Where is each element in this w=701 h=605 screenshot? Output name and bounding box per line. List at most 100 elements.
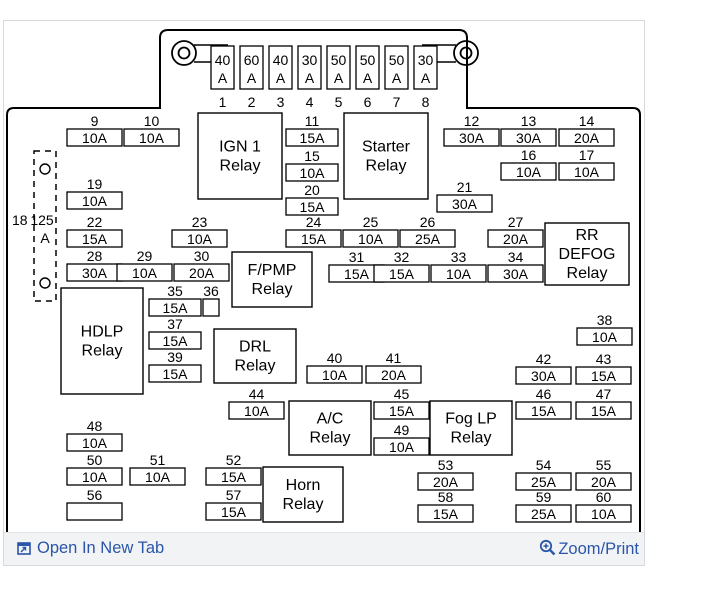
mounting-hole-inner <box>459 46 473 60</box>
fuse-21-rating: 30A <box>452 196 478 212</box>
open-new-tab-link[interactable]: Open In New Tab <box>17 539 164 560</box>
fuse-27-rating: 20A <box>503 231 529 247</box>
zoom-print-link[interactable]: Zoom/Print <box>539 539 639 561</box>
fuse-14 <box>558 128 615 147</box>
maxi-fuse-unit: A <box>392 70 402 86</box>
drl-relay <box>213 328 297 384</box>
open-new-tab-icon <box>17 541 31 560</box>
fuse-51-number: 51 <box>150 452 166 468</box>
fuse-11 <box>285 128 339 147</box>
fuse-57-number: 57 <box>226 487 242 503</box>
maxi-fuse-4 <box>297 45 322 90</box>
fpmp-relay <box>231 251 313 308</box>
fuse-13 <box>500 128 557 147</box>
maxi-fuse-rating: 50 <box>389 52 405 68</box>
fuse-42 <box>515 366 572 385</box>
ign1-relay <box>197 112 283 200</box>
fuse-20 <box>285 197 339 216</box>
fuse-50 <box>66 467 123 486</box>
maxi-fuse-number: 6 <box>364 94 372 110</box>
fuse-38 <box>576 327 633 346</box>
starter-relay <box>343 112 429 200</box>
side-fuse-number-125: 125 <box>30 212 54 228</box>
fuse-24-rating: 15A <box>301 231 327 247</box>
fuse-47 <box>575 401 632 420</box>
fuse-48-number: 48 <box>87 418 103 434</box>
fuse-17-rating: 10A <box>574 164 600 180</box>
fuse-29 <box>116 263 173 282</box>
horn-relay-label: Relay <box>283 496 324 513</box>
fuse-13-number: 13 <box>521 113 537 129</box>
fuse-17 <box>558 162 615 181</box>
ac-relay-label: A/C <box>317 411 344 428</box>
fuse-52-rating: 15A <box>221 469 247 485</box>
maxi-fuse-unit: A <box>247 70 257 86</box>
fuse-23 <box>171 229 228 248</box>
maxi-fuse-unit: A <box>421 70 431 86</box>
fuse-37 <box>148 331 202 350</box>
fuse-22-rating: 15A <box>82 231 108 247</box>
fuse-9-number: 9 <box>91 113 99 129</box>
maxi-fuse-number: 7 <box>393 94 401 110</box>
fuse-53-rating: 20A <box>433 474 459 490</box>
fuse-16-rating: 10A <box>516 164 542 180</box>
maxi-fuse-unit: A <box>276 70 286 86</box>
fuse-21-number: 21 <box>457 179 473 195</box>
fuse-12 <box>443 128 500 147</box>
maxi-fuse-number: 5 <box>335 94 343 110</box>
zoom-print-label: Zoom/Print <box>558 540 639 558</box>
fuse-49 <box>373 437 430 456</box>
fuse-39-rating: 15A <box>163 366 189 382</box>
side-fuse-terminal-bottom <box>39 277 51 289</box>
horn-relay <box>262 466 344 523</box>
zoom-in-icon <box>539 539 556 561</box>
hdlp-relay <box>60 287 144 395</box>
fuse-10-rating: 10A <box>139 130 165 146</box>
fuse-56-number: 56 <box>87 487 103 503</box>
fuse-60 <box>575 504 632 523</box>
fuse-20-rating: 15A <box>300 199 326 215</box>
fuse-20-number: 20 <box>304 182 320 198</box>
fuse-25 <box>342 229 399 248</box>
hdlp-relay-label: HDLP <box>81 324 124 341</box>
fuse-30-number: 30 <box>194 248 210 264</box>
fuse-39-number: 39 <box>167 349 183 365</box>
maxi-fuse-rating: 40 <box>273 52 289 68</box>
fuse-35-number: 35 <box>167 283 183 299</box>
fuse-32 <box>373 264 430 283</box>
maxi-fuse-rating: 50 <box>331 52 347 68</box>
fuse-51-rating: 10A <box>145 469 171 485</box>
maxi-fuse-unit: A <box>218 70 228 86</box>
maxi-fuse-2 <box>239 45 264 90</box>
fuse-58 <box>417 504 474 523</box>
mounting-hole <box>453 40 479 66</box>
fuse-11-number: 11 <box>305 113 320 129</box>
fuse-31-number: 31 <box>349 249 365 265</box>
fuse-40-rating: 10A <box>322 367 348 383</box>
fuse-36 <box>202 298 220 317</box>
fuse-41-rating: 20A <box>381 367 407 383</box>
fuse-27 <box>487 229 544 248</box>
fuse-22-number: 22 <box>87 214 103 230</box>
mounting-hole <box>171 40 197 66</box>
fuse-35-rating: 15A <box>163 300 189 316</box>
fuse-25-number: 25 <box>363 214 379 230</box>
maxi-fuse-unit: A <box>363 70 373 86</box>
fuse-34-number: 34 <box>508 249 524 265</box>
maxi-fuse-number: 2 <box>248 94 256 110</box>
fuse-38-number: 38 <box>597 312 613 328</box>
fuse-19-number: 19 <box>87 176 103 192</box>
fuse-41 <box>365 365 422 384</box>
fuse-23-rating: 10A <box>187 231 213 247</box>
maxi-fuse-rating: 50 <box>360 52 376 68</box>
fuse-51 <box>129 467 186 486</box>
fuse-29-rating: 10A <box>132 265 158 281</box>
fuse-54-number: 54 <box>536 457 552 473</box>
fuse-53 <box>417 472 474 491</box>
fuse-12-rating: 30A <box>459 130 485 146</box>
ign1-relay-label: Relay <box>220 158 261 175</box>
fuse-27-number: 27 <box>508 214 524 230</box>
ac-relay <box>288 400 372 456</box>
fuse-60-rating: 10A <box>591 506 617 522</box>
